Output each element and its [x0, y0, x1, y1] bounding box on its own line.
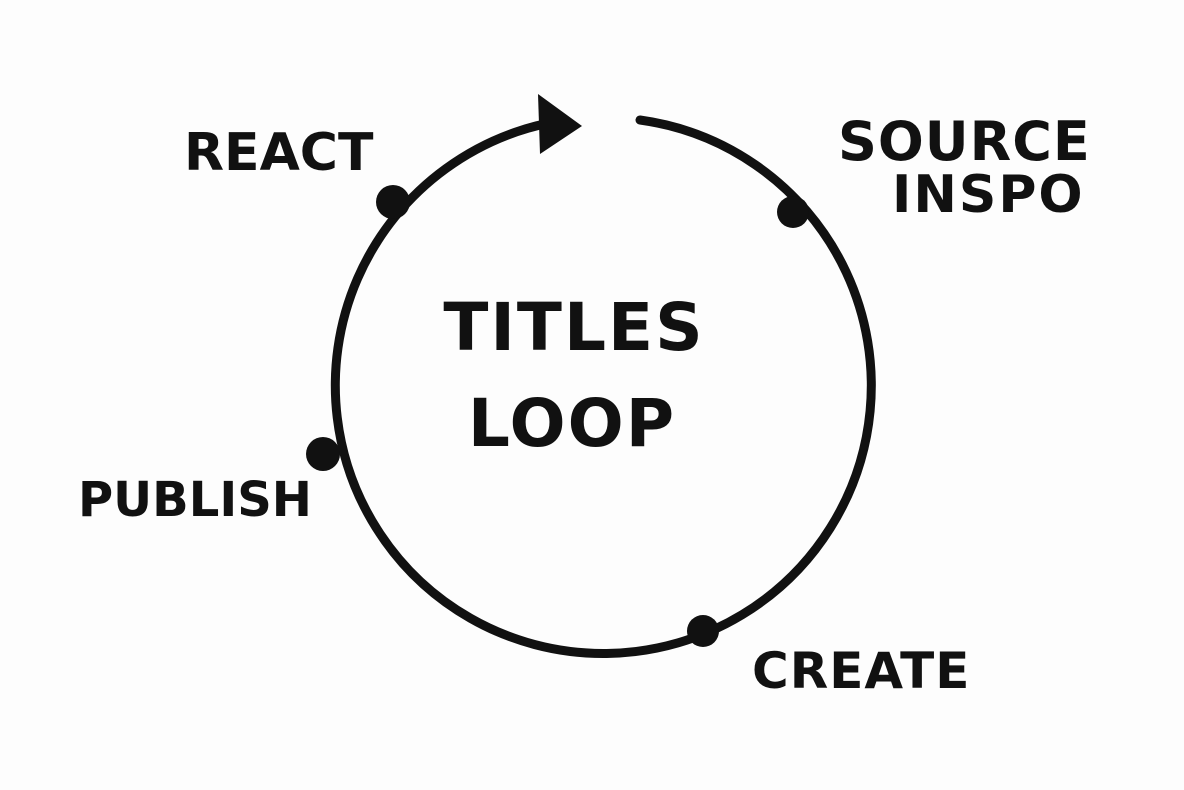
step-dot-source-inspo	[777, 196, 809, 228]
center-title-line2: LOOP	[468, 385, 676, 462]
step-label-inspo: INSPO	[892, 165, 1085, 225]
step-label-react: REACT	[184, 123, 374, 183]
step-label-create: CREATE	[752, 642, 970, 700]
center-title-line1: TITLES	[443, 289, 704, 366]
step-dot-create	[687, 615, 719, 647]
step-label-publish: PUBLISH	[78, 472, 312, 528]
step-dot-publish	[306, 437, 340, 471]
step-dot-react	[376, 185, 410, 219]
loop-arc	[330, 115, 876, 658]
step-label-source: SOURCE	[838, 110, 1091, 173]
loop-arrowhead	[538, 94, 582, 154]
